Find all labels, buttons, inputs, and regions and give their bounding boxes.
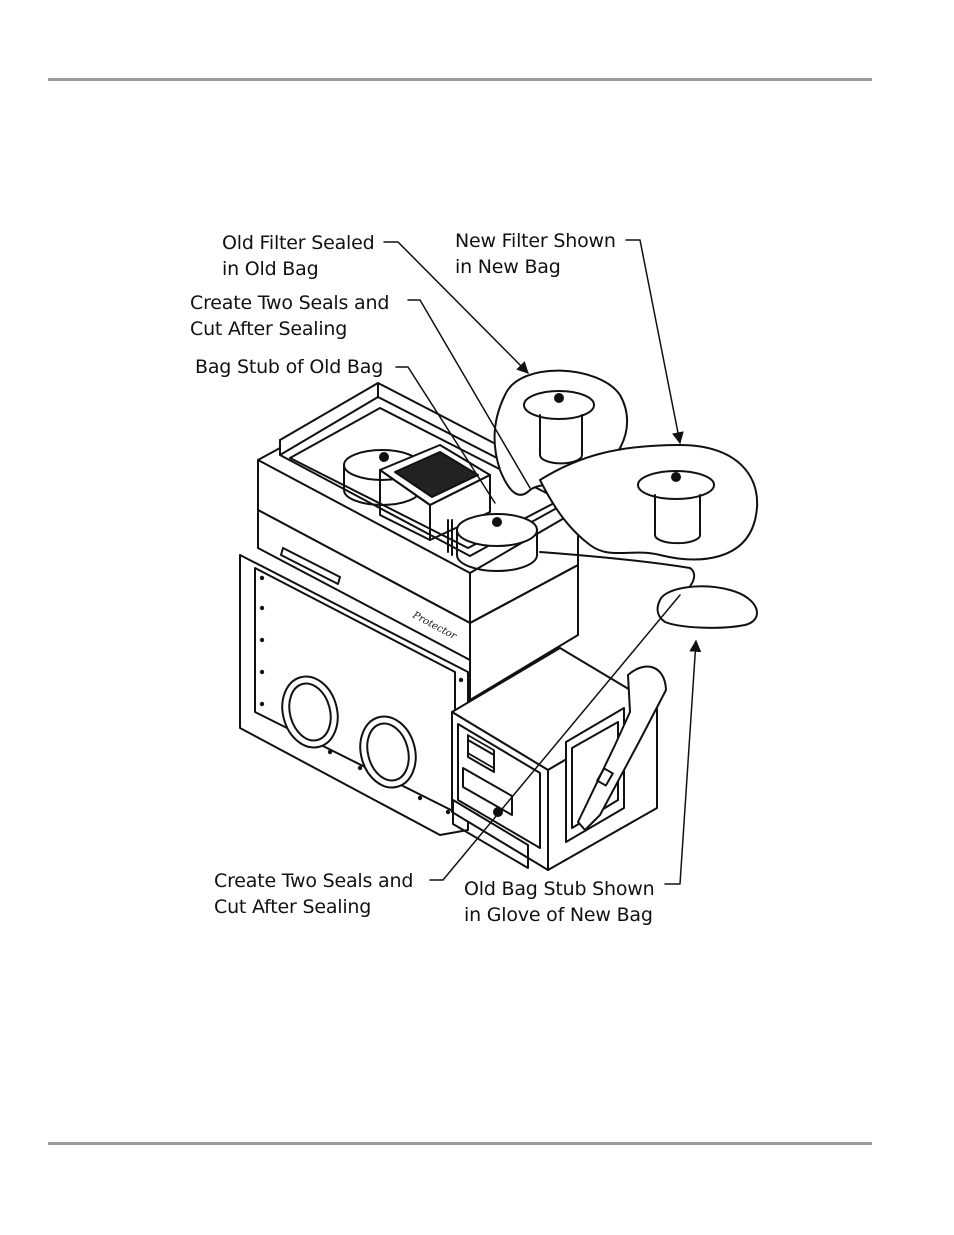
new-filter-bag — [540, 445, 757, 595]
callout-old-filter: Old Filter Sealed in Old Bag — [222, 230, 374, 282]
callout-new-filter: New Filter Shown in New Bag — [455, 228, 616, 280]
callout-old-bag-stub: Old Bag Stub Shown in Glove of New Bag — [464, 876, 654, 928]
glove-of-new-bag — [658, 586, 757, 627]
antechamber-unit — [452, 648, 666, 870]
callout-two-seals-top: Create Two Seals and Cut After Sealing — [190, 290, 389, 342]
callout-bag-stub: Bag Stub of Old Bag — [195, 354, 383, 380]
callout-two-seals-bottom: Create Two Seals and Cut After Sealing — [214, 868, 413, 920]
